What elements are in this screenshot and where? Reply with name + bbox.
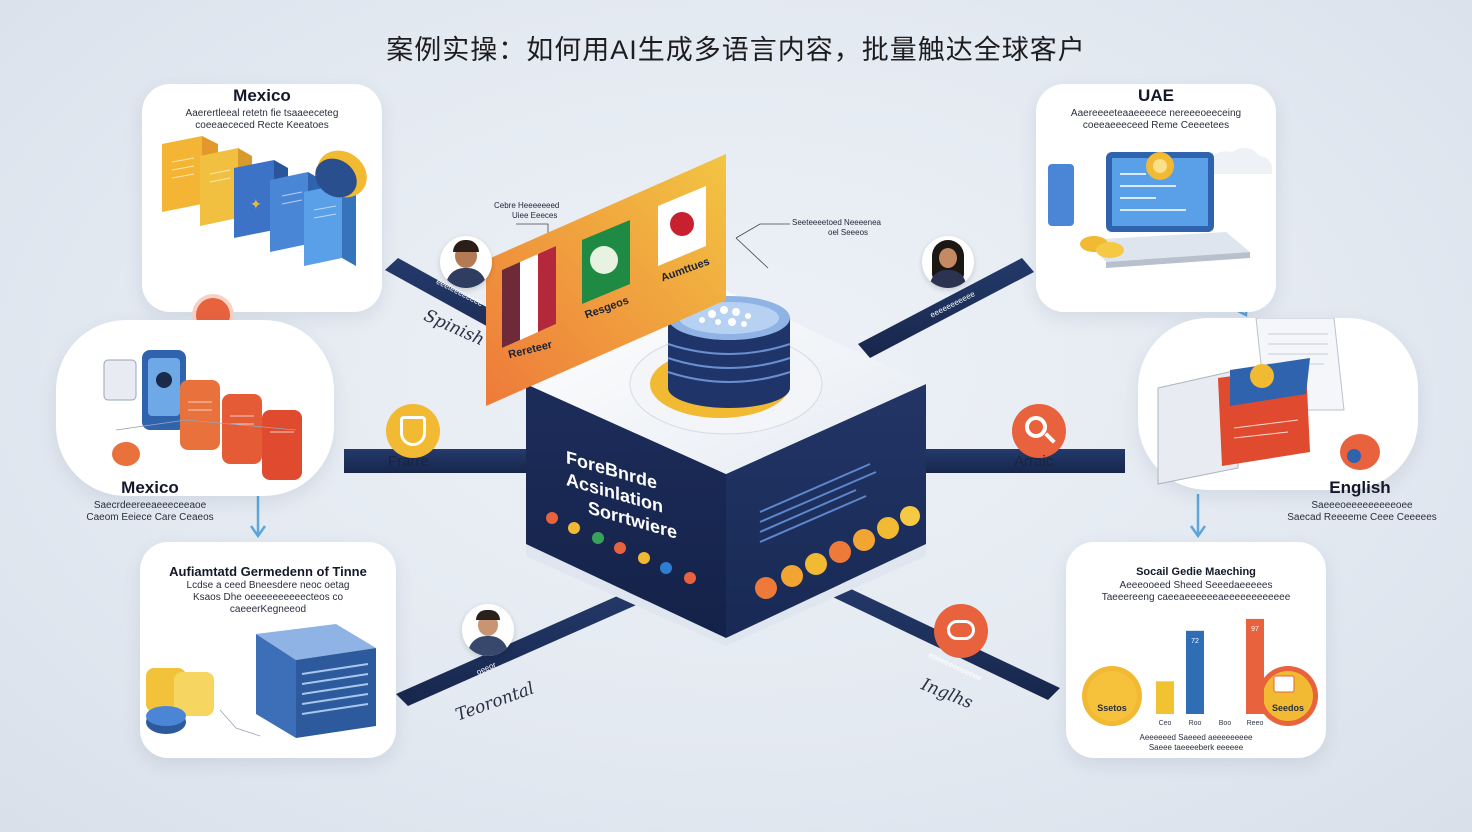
chat-icon: [934, 604, 988, 658]
page-title: 案例实操：如何用AI生成多语言内容，批量触达全球客户: [386, 35, 1086, 65]
chart-tick-label: Roo: [1189, 720, 1202, 727]
connector-top-right: [858, 258, 1034, 358]
card-title: Mexico: [233, 86, 291, 105]
flag-panel: [486, 154, 726, 406]
chart-tick-label: Reeo: [1247, 720, 1264, 727]
chart-bar: [1246, 618, 1264, 714]
chart-tick-label: Ceo: [1159, 720, 1172, 727]
person-avatar-icon: [440, 236, 492, 288]
documents-illustration: [1157, 318, 1380, 485]
chart-bar: [1156, 681, 1174, 714]
center-platform: [526, 286, 926, 646]
english-title: English: [1329, 478, 1391, 497]
person-avatar-icon: [462, 604, 514, 656]
connector-bottom-left: [396, 586, 652, 706]
chart-bar: [1186, 630, 1204, 714]
phone-cards-illustration: [103, 350, 302, 480]
mexico-mid-title: Mexico: [121, 478, 179, 497]
svg-text:✦: ✦: [250, 197, 262, 213]
search-icon: [1012, 404, 1066, 458]
laptop-illustration: [1048, 147, 1273, 268]
card-mexico-top: Mexico Aaerertleeal retetn fie tsaaeecet…: [142, 84, 382, 312]
card-mexico-mid: [56, 320, 334, 496]
chart-tick-label: Boo: [1219, 720, 1232, 727]
document-stack-illustration: ✦: [162, 136, 367, 266]
card-automated: Aufiamtatd Germedenn of Tinne Lcdse a ce…: [140, 542, 396, 758]
chat-icon: [1340, 434, 1380, 470]
server-illustration: [146, 624, 376, 738]
connector-left: [344, 449, 534, 473]
card-english-cloud: [1138, 318, 1418, 490]
chart-value-label: 97: [1251, 626, 1259, 633]
card-uae: UAE Aaereeeeteaaeeeece nereeeoeeceing co…: [1036, 84, 1276, 312]
person-avatar-icon: [922, 236, 974, 288]
chart-value-label: 72: [1191, 638, 1199, 645]
card-social: Socail Gedie Maeching Aeeeooeed Sheed Se…: [1066, 542, 1326, 758]
shield-icon: [386, 404, 440, 458]
